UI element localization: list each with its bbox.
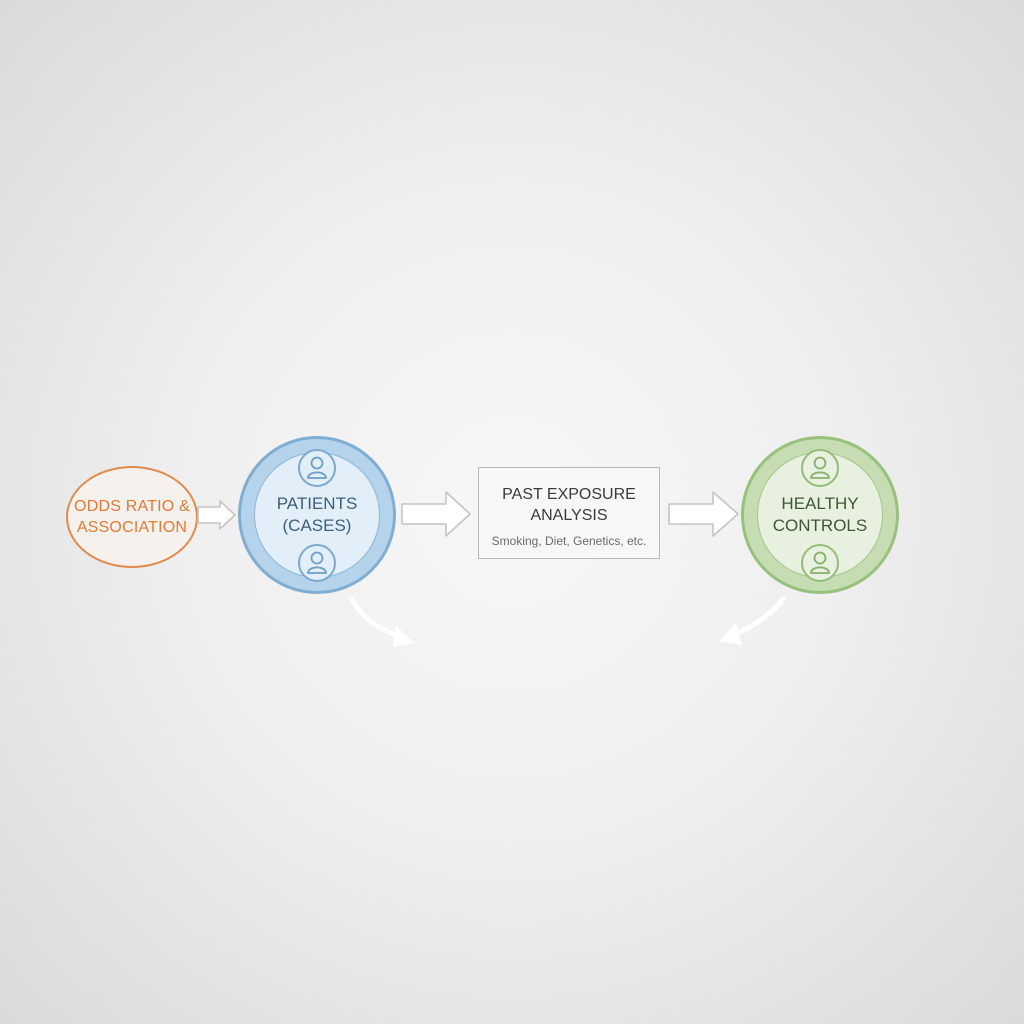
- patient-person-icon-bottom: [298, 544, 336, 582]
- healthy-controls-label: HEALTHY CONTROLS: [772, 494, 868, 535]
- patient-person-icon-top: [298, 449, 336, 487]
- controls-curved-arrow-icon: [719, 596, 786, 645]
- patients-to-exposure-arrow-icon: [401, 491, 471, 537]
- past-exposure-subtitle: Smoking, Diet, Genetics, etc.: [491, 534, 647, 548]
- past-exposure-box: PAST EXPOSURE ANALYSIS Smoking, Diet, Ge…: [478, 467, 660, 559]
- odds-ratio-label: ODDS RATIO & ASSOCIATION: [74, 498, 190, 536]
- odds-ratio-node: ODDS RATIO & ASSOCIATION: [66, 466, 198, 568]
- odds-to-patients-arrow-icon: [197, 500, 236, 530]
- past-exposure-title: PAST EXPOSURE ANALYSIS: [502, 486, 636, 524]
- patients-cases-node: PATIENTS (CASES): [238, 436, 396, 594]
- patients-curved-arrow-icon: [349, 596, 415, 647]
- control-person-icon-bottom: [801, 544, 839, 582]
- control-person-icon-top: [801, 449, 839, 487]
- patients-cases-label: PATIENTS (CASES): [276, 494, 358, 535]
- exposure-to-controls-arrow-icon: [668, 491, 739, 537]
- patients-inner-circle: PATIENTS (CASES): [254, 452, 380, 578]
